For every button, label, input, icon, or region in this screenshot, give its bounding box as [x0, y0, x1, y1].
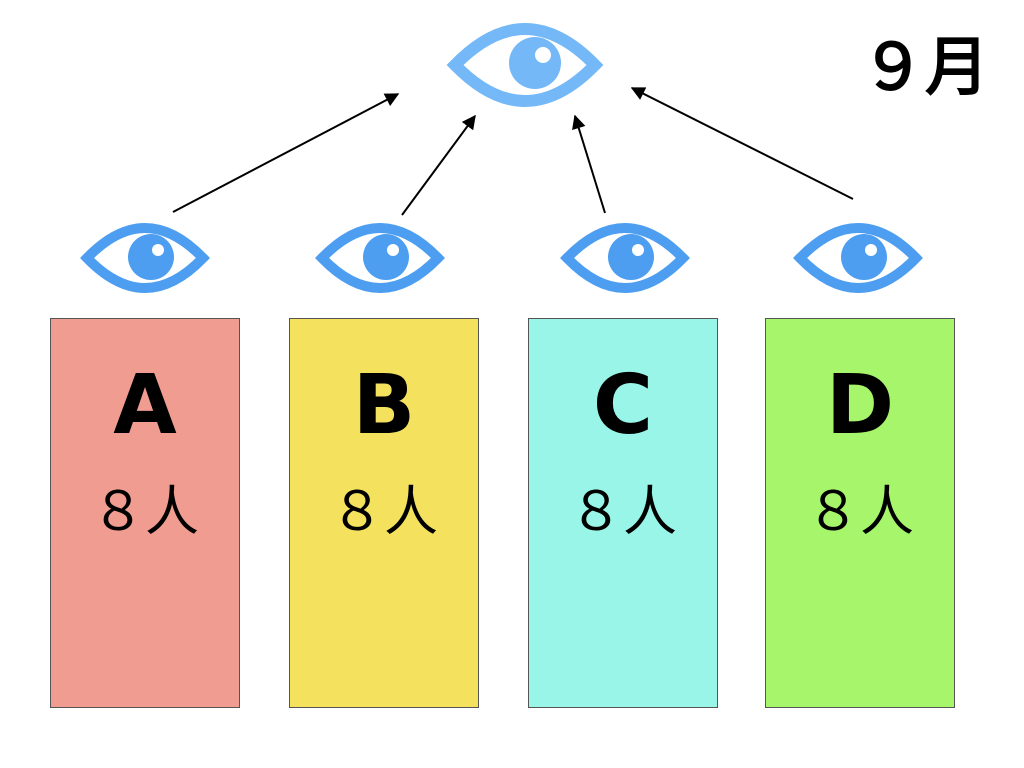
- group-b-eye-icon: [315, 223, 445, 293]
- top-eye-icon: [446, 23, 604, 107]
- group-name: D: [825, 358, 895, 453]
- arrow-b: [401, 114, 476, 216]
- arrow-a: [172, 93, 400, 213]
- group-box-d: D ８人: [765, 318, 955, 708]
- group-d-eye-icon: [793, 223, 923, 293]
- group-a-eye-icon: [80, 223, 210, 293]
- group-count: ８人: [806, 480, 914, 543]
- group-box-b: B ８人: [289, 318, 479, 708]
- group-count: ８人: [330, 480, 438, 543]
- group-name: A: [113, 358, 177, 453]
- group-box-c: C ８人: [528, 318, 718, 708]
- group-count: ８人: [569, 480, 677, 543]
- group-name: C: [592, 358, 654, 453]
- group-name: B: [352, 358, 416, 453]
- group-count: ８人: [91, 480, 199, 543]
- group-box-a: A ８人: [50, 318, 240, 708]
- month-label: ９月: [861, 31, 989, 105]
- arrow-d: [630, 87, 854, 200]
- group-c-eye-icon: [560, 223, 690, 293]
- arrow-c: [572, 114, 606, 214]
